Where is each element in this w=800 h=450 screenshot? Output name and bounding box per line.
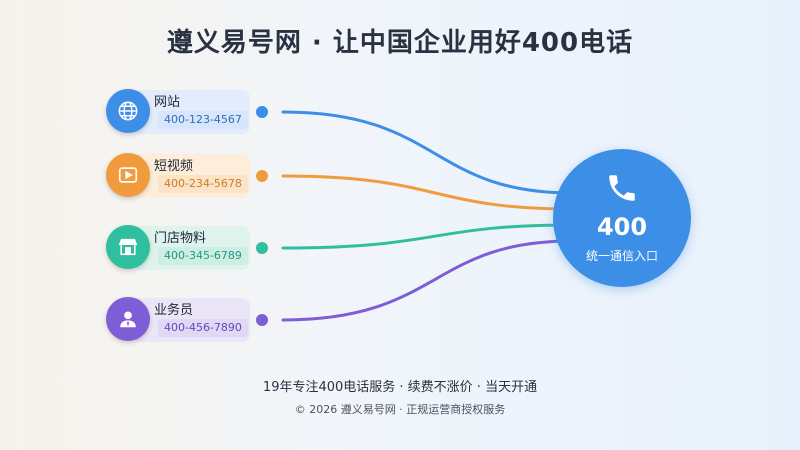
connection-line bbox=[281, 110, 574, 195]
connection-line bbox=[281, 223, 574, 250]
store-icon bbox=[106, 225, 150, 269]
globe-icon bbox=[106, 89, 150, 133]
channel-number: 400-123-4567 bbox=[158, 111, 248, 129]
connector-dot-store-material bbox=[256, 242, 268, 254]
phone-icon bbox=[609, 175, 635, 201]
person-icon bbox=[106, 297, 150, 341]
channel-name: 业务员 bbox=[154, 303, 194, 318]
connector-dot-short-video bbox=[256, 170, 268, 182]
footer-tagline: 19年专注400电话服务 · 续费不涨价 · 当天开通 bbox=[262, 380, 538, 395]
channel-number: 400-456-7890 bbox=[158, 319, 248, 337]
hub-number: 400 bbox=[596, 213, 648, 241]
channel-number: 400-234-5678 bbox=[158, 175, 248, 193]
channel-name: 网站 bbox=[154, 95, 181, 110]
connector-dot-salesperson bbox=[256, 314, 268, 326]
channel-number: 400-345-6789 bbox=[158, 247, 248, 265]
page-title: 遵义易号网 · 让中国企业用好400电话 bbox=[166, 28, 634, 58]
connection-line bbox=[281, 239, 574, 322]
connection-line bbox=[281, 174, 574, 211]
channel-name: 门店物料 bbox=[154, 231, 207, 246]
connector-dot-website bbox=[256, 106, 268, 118]
video-icon bbox=[106, 153, 150, 197]
channel-name: 短视频 bbox=[154, 159, 194, 174]
hub-label: 统一通信入口 bbox=[585, 249, 658, 263]
footer-copyright: © 2026 遵义易号网 · 正规运营商授权服务 bbox=[294, 403, 506, 416]
hub-circle[interactable]: 400 统一通信入口 bbox=[553, 149, 691, 287]
